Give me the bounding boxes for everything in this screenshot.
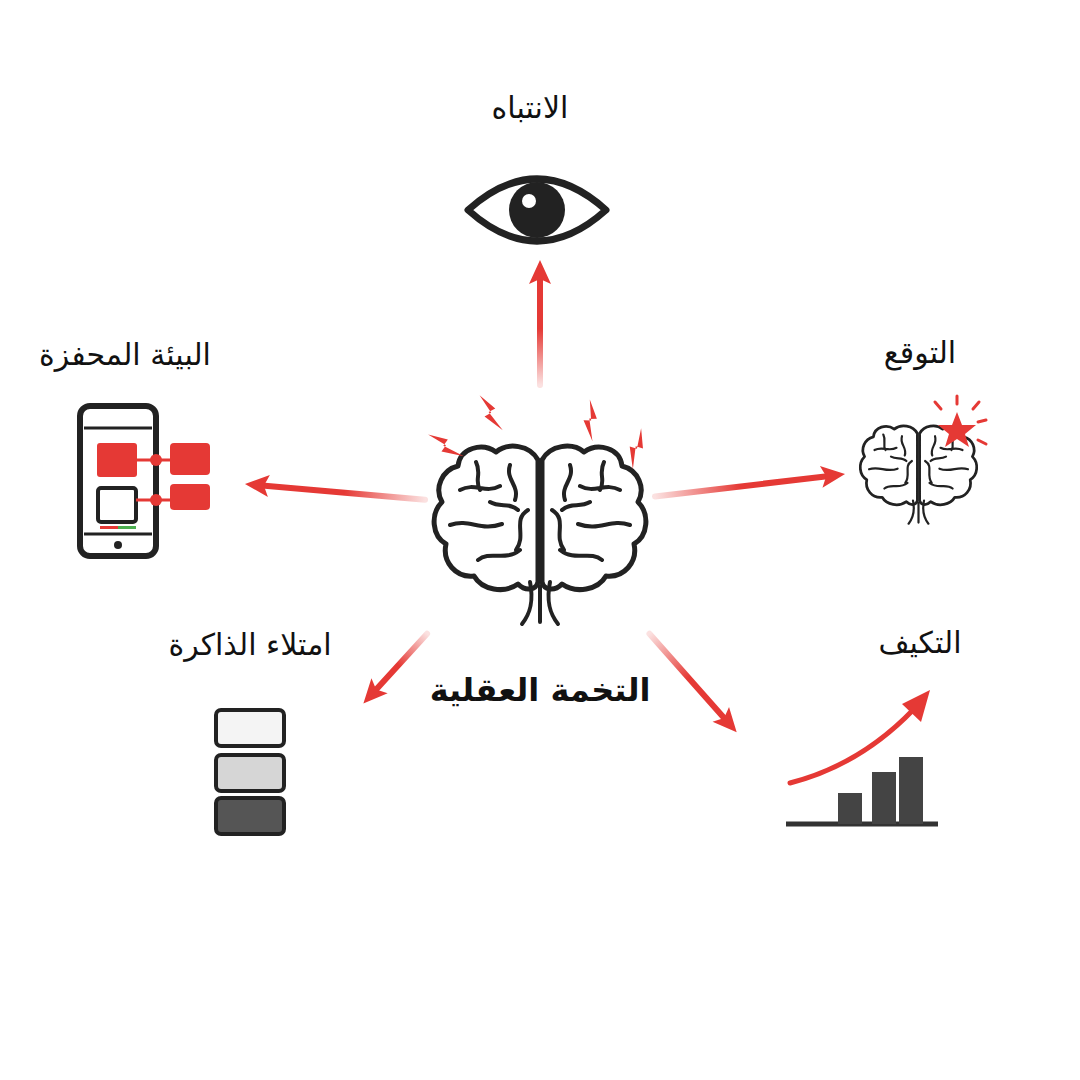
connector-arrow bbox=[655, 466, 845, 496]
connector-arrow bbox=[245, 475, 425, 500]
arrow-head bbox=[820, 466, 845, 488]
eye-icon bbox=[468, 179, 606, 241]
arrow-head bbox=[363, 678, 387, 703]
item-label: التوقع bbox=[884, 333, 956, 372]
connector-arrow bbox=[529, 260, 551, 385]
connector-arrow bbox=[649, 634, 736, 733]
arrow-head bbox=[245, 475, 270, 497]
memory-item: امتلاء الذاكرة bbox=[140, 620, 360, 840]
connector-line bbox=[377, 634, 427, 689]
expectation-item: التوقع bbox=[850, 330, 1000, 525]
connector-line bbox=[655, 476, 825, 496]
central-concept: التخمة العقلية bbox=[430, 390, 650, 630]
connector-line bbox=[537, 280, 543, 385]
growth-chart-icon bbox=[786, 690, 938, 824]
item-label: البيئة المحفزة bbox=[39, 335, 211, 374]
arrow-head bbox=[529, 260, 551, 284]
item-label: التكيف bbox=[878, 623, 961, 662]
item-label: الانتباه bbox=[492, 88, 569, 127]
item-label: امتلاء الذاكرة bbox=[168, 625, 331, 664]
connector-line bbox=[265, 486, 425, 500]
connector-line bbox=[649, 634, 723, 718]
environment-item: البيئة المحفزة bbox=[10, 330, 240, 560]
lightning-bolts bbox=[428, 392, 655, 469]
connector-arrow bbox=[363, 634, 427, 704]
memory-stack-icon bbox=[216, 710, 284, 834]
brain-star-icon bbox=[860, 396, 986, 524]
adaptation-item: التكيف bbox=[740, 620, 985, 830]
phone-icon bbox=[80, 406, 210, 556]
attention-item: الانتباه bbox=[455, 85, 620, 255]
diagram-title: التخمة العقلية bbox=[424, 670, 657, 712]
brain-illustration bbox=[434, 446, 646, 624]
arrow-head bbox=[713, 707, 737, 732]
